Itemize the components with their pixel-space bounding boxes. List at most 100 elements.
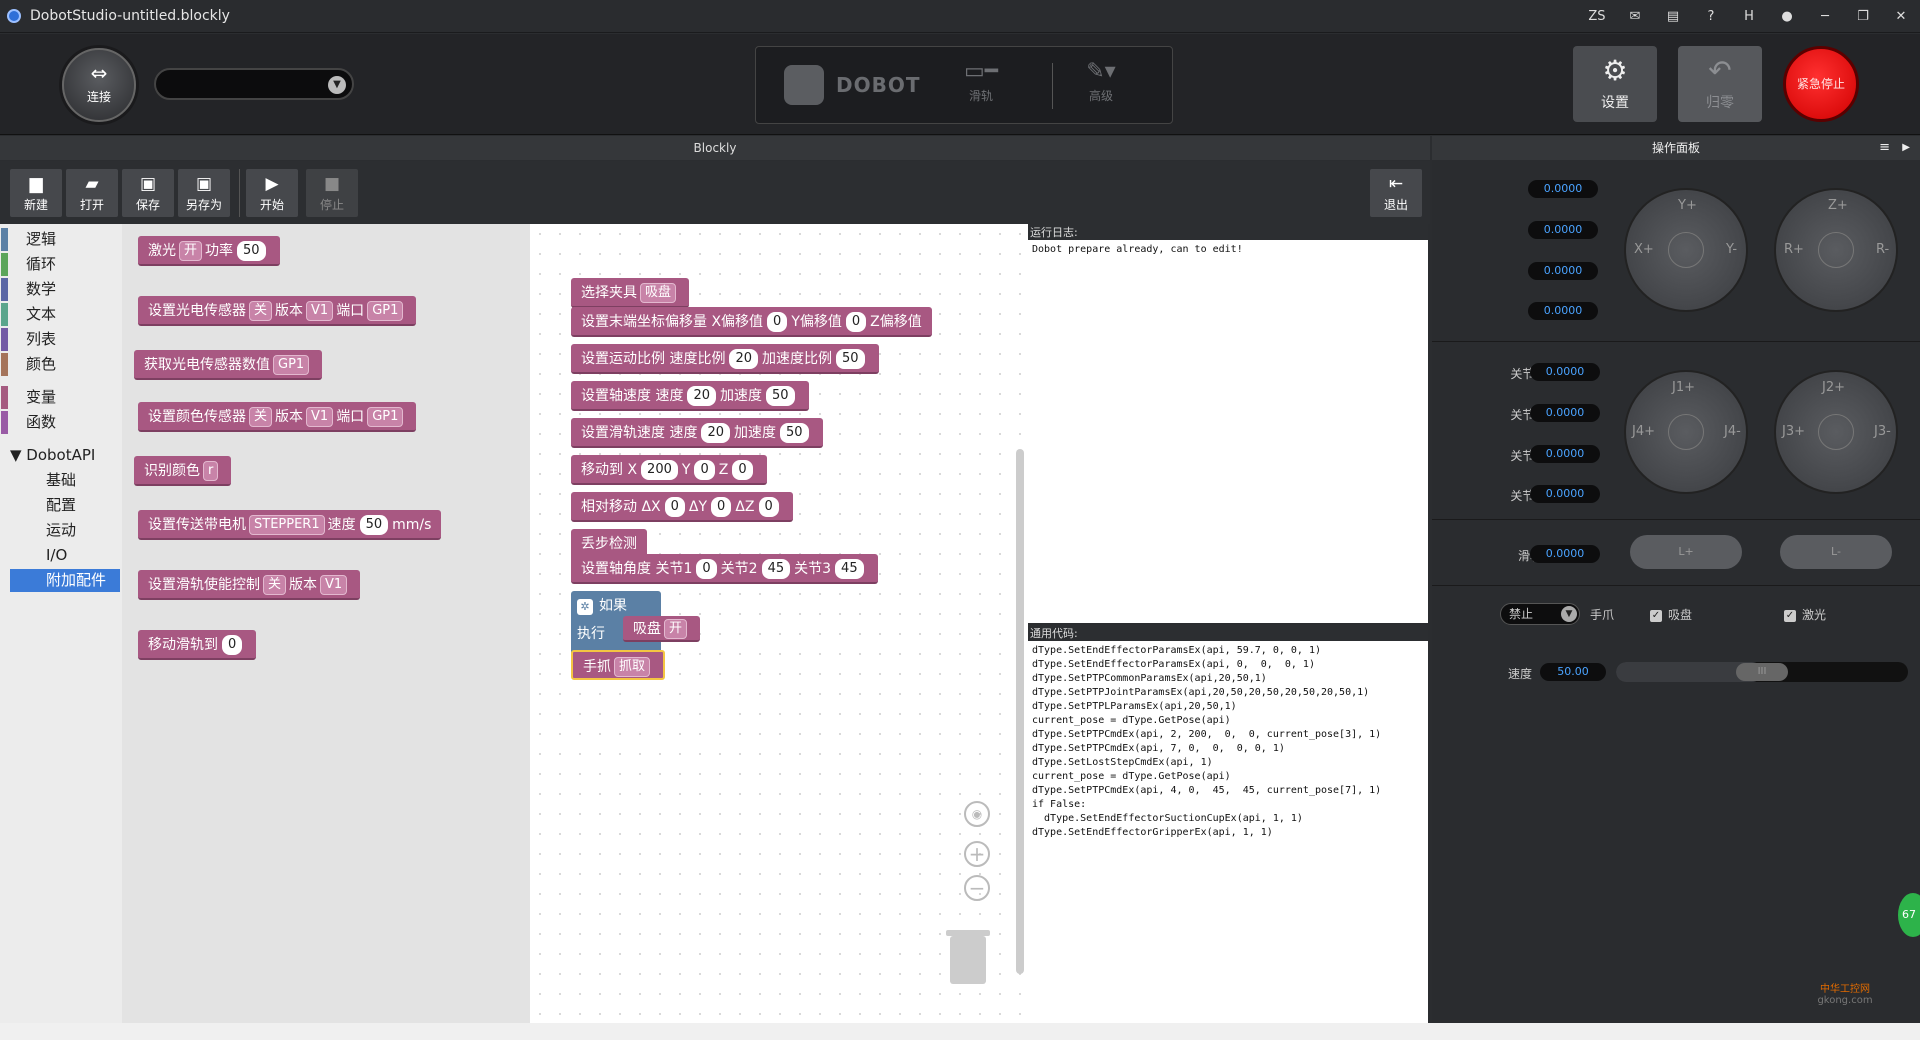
version-dropdown[interactable]: V1 <box>306 301 334 321</box>
gripper-mode-select[interactable]: 禁止▼ <box>1500 603 1580 625</box>
zr-jog-pad[interactable]: Z+ R+ R- <box>1774 188 1898 312</box>
speed-field[interactable]: 20 <box>701 423 730 443</box>
save-as-button[interactable]: ▣另存为 <box>178 169 230 217</box>
category-accessories[interactable]: 附加配件 <box>10 569 120 592</box>
connect-button[interactable]: ⇔ 连接 <box>62 48 136 122</box>
category-variables[interactable]: 变量 <box>1 386 120 409</box>
vertical-scrollbar[interactable] <box>1016 449 1024 974</box>
category-functions[interactable]: 函数 <box>1 411 120 434</box>
category-text[interactable]: 文本 <box>1 303 120 326</box>
minimize-button[interactable]: ─ <box>1821 9 1829 24</box>
j3-minus-button[interactable]: J3- <box>1874 424 1891 439</box>
doc-icon[interactable]: ▤ <box>1666 9 1680 24</box>
photo-state-dropdown[interactable]: 关 <box>249 301 273 321</box>
joint3-field[interactable]: 45 <box>835 559 864 579</box>
motor-dropdown[interactable]: STEPPER1 <box>249 515 325 535</box>
save-button[interactable]: ▣保存 <box>122 169 174 217</box>
version-dropdown[interactable]: V1 <box>320 575 348 595</box>
notification-icon[interactable]: ● <box>1781 9 1793 24</box>
speed-slider[interactable]: III <box>1616 662 1908 682</box>
triangle-right-icon[interactable]: ▶ <box>1902 142 1910 153</box>
start-button[interactable]: ▶开始 <box>246 169 298 217</box>
r-plus-button[interactable]: R+ <box>1784 242 1804 257</box>
center-icon[interactable]: ◉ <box>964 801 990 827</box>
y-minus-button[interactable]: Y- <box>1726 242 1738 257</box>
accel-field[interactable]: 50 <box>766 386 795 406</box>
floating-badge[interactable]: 67 <box>1898 893 1920 937</box>
category-loops[interactable]: 循环 <box>1 253 120 276</box>
gripper-block[interactable]: 手抓抓取 <box>571 650 666 680</box>
h-icon[interactable]: H <box>1744 9 1754 24</box>
mail-icon[interactable]: ✉ <box>1629 9 1641 24</box>
speed-field[interactable]: 20 <box>687 386 716 406</box>
exit-button[interactable]: ⇤退出 <box>1370 169 1422 217</box>
settings-button[interactable]: ⚙ 设置 <box>1573 46 1657 122</box>
gear-icon[interactable]: ✲ <box>577 599 593 615</box>
j1-plus-button[interactable]: J1+ <box>1672 380 1695 395</box>
speed-field[interactable]: 50 <box>359 515 389 535</box>
stop-button[interactable]: ■停止 <box>306 169 358 217</box>
port-select[interactable]: ▼ <box>154 68 354 100</box>
laser-power-field[interactable]: 50 <box>237 241 266 261</box>
rail-position-field[interactable]: 0 <box>222 635 243 655</box>
category-math[interactable]: 数学 <box>1 278 120 301</box>
advanced-tool-button[interactable]: ✎▾ 高级 <box>1056 57 1146 104</box>
gripper-state-dropdown[interactable]: 抓取 <box>614 657 651 677</box>
j3-plus-button[interactable]: J3+ <box>1782 424 1805 439</box>
trash-icon[interactable] <box>946 930 990 984</box>
rail-state-dropdown[interactable]: 关 <box>263 575 287 595</box>
category-dobotapi[interactable]: ▼ DobotAPI <box>10 444 120 467</box>
category-logic[interactable]: 逻辑 <box>1 228 120 251</box>
new-button[interactable]: ▆新建 <box>10 169 62 217</box>
joint2-field[interactable]: 45 <box>761 559 791 579</box>
zoom-out-icon[interactable]: − <box>964 875 990 901</box>
category-basic[interactable]: 基础 <box>10 469 120 492</box>
color-state-dropdown[interactable]: 关 <box>249 407 273 427</box>
dx-field[interactable]: 0 <box>664 497 685 517</box>
port-dropdown[interactable]: GP1 <box>273 355 310 375</box>
y-field[interactable]: 0 <box>694 460 715 480</box>
r-minus-button[interactable]: R- <box>1876 242 1890 257</box>
laser-checkbox[interactable]: ✓激光 <box>1784 606 1826 623</box>
y-offset-field[interactable]: 0 <box>845 312 867 332</box>
close-button[interactable]: ✕ <box>1895 9 1907 24</box>
emergency-stop-button[interactable]: 紧急停止 <box>1783 46 1859 122</box>
suction-cup-block[interactable]: 吸盘开 <box>623 616 701 642</box>
open-button[interactable]: ▰打开 <box>66 169 118 217</box>
speed-ratio-field[interactable]: 20 <box>729 349 758 369</box>
port-dropdown[interactable]: GP1 <box>367 301 404 321</box>
category-io[interactable]: I/O <box>10 544 120 567</box>
home-button[interactable]: ↶ 归零 <box>1678 46 1762 122</box>
category-config[interactable]: 配置 <box>10 494 120 517</box>
j1-jog-pad[interactable]: J1+ J4+ J4- <box>1624 370 1748 494</box>
joint1-field[interactable]: 0 <box>696 559 717 579</box>
rail-tool-button[interactable]: ▭━ 滑轨 <box>936 57 1026 104</box>
menu-icon[interactable]: ≡ <box>1879 140 1890 155</box>
j4-minus-button[interactable]: J4- <box>1724 424 1741 439</box>
version-dropdown[interactable]: V1 <box>306 407 334 427</box>
effector-dropdown[interactable]: 吸盘 <box>640 283 677 303</box>
zoom-in-icon[interactable]: + <box>964 841 990 867</box>
rail-plus-button[interactable]: L+ <box>1630 535 1742 569</box>
rail-minus-button[interactable]: L- <box>1780 535 1892 569</box>
j4-plus-button[interactable]: J4+ <box>1632 424 1655 439</box>
laser-state-dropdown[interactable]: 开 <box>179 241 203 261</box>
x-offset-field[interactable]: 0 <box>767 312 788 332</box>
z-plus-button[interactable]: Z+ <box>1828 198 1848 213</box>
suction-state-dropdown[interactable]: 开 <box>664 619 688 639</box>
help-icon[interactable]: ? <box>1707 9 1715 24</box>
